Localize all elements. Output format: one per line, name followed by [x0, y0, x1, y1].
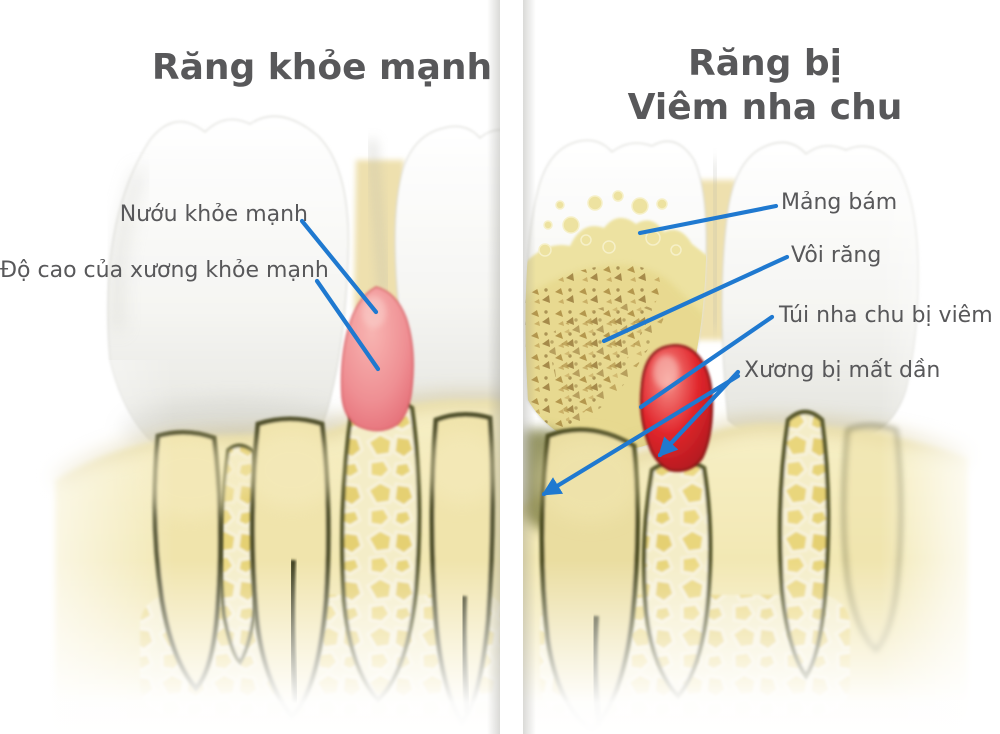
- label-tartar: Vôi răng: [791, 243, 882, 268]
- leader-pocket: [638, 314, 775, 410]
- healthy-gum-papilla: [340, 286, 414, 432]
- plaque-bubbles: [538, 190, 682, 257]
- leader-plaque: [637, 203, 779, 236]
- leader-tartar: [601, 254, 790, 344]
- leader-healthy-gum: [299, 218, 379, 315]
- label-inflamed-pocket: Túi nha chu bị viêm: [779, 303, 993, 328]
- label-healthy-bone-height: Độ cao của xương khỏe mạnh: [0, 258, 329, 283]
- label-healthy-gum: Nướu khỏe mạnh: [119, 202, 308, 227]
- title-periodontitis-line1: Răng bị: [687, 43, 843, 84]
- leader-bone-loss-2: [541, 373, 741, 497]
- title-healthy: Răng khỏe mạnh: [151, 47, 493, 88]
- left-fade: [0, 360, 175, 734]
- label-bone-loss: Xương bị mất dần: [744, 358, 941, 383]
- title-periodontitis-line2: Viêm nha chu: [627, 87, 903, 128]
- label-plaque: Mảng bám: [781, 190, 898, 215]
- panel-divider: [487, 0, 536, 734]
- right-fade: [880, 0, 1000, 734]
- title-periodontitis: Răng bị Viêm nha chu: [590, 42, 940, 130]
- leader-healthy-bone: [314, 278, 381, 372]
- leader-lines: [299, 203, 790, 497]
